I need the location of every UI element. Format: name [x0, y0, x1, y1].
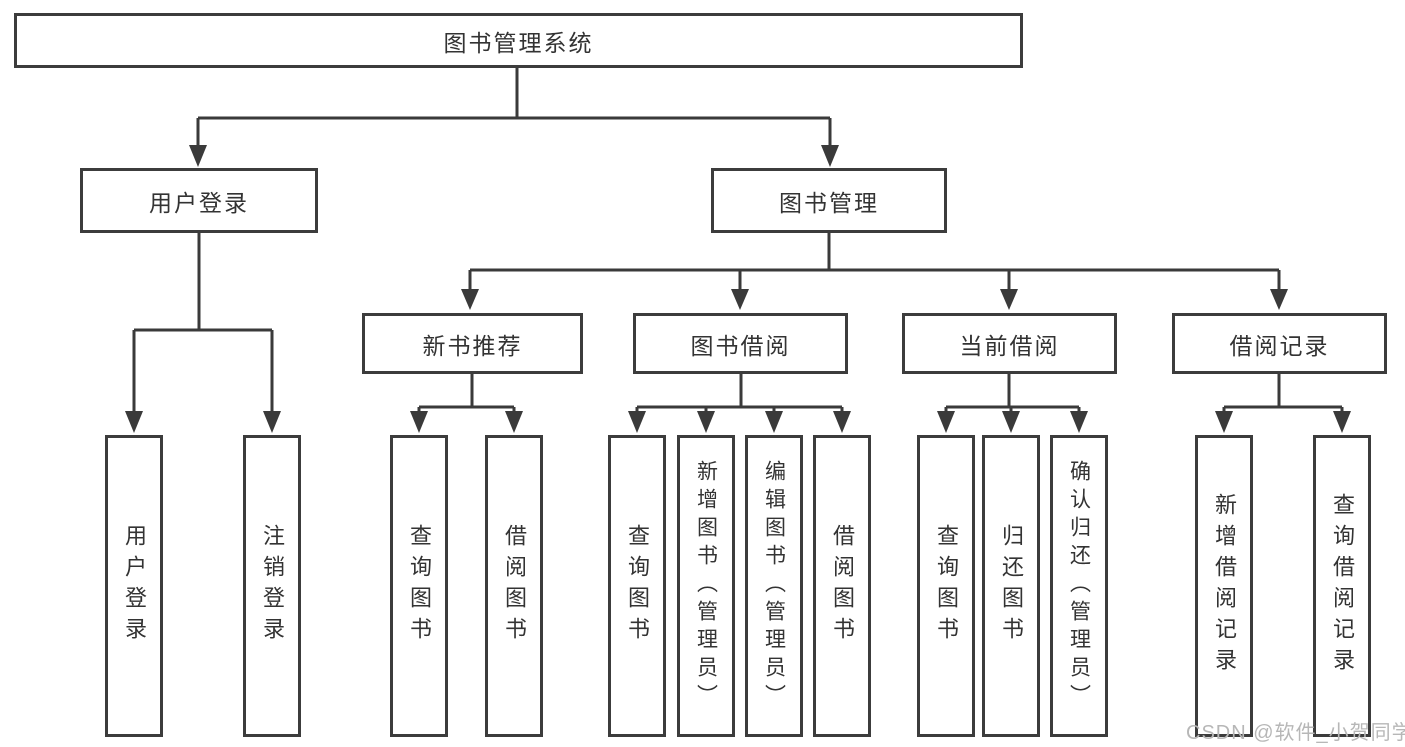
node-user-login-label: 用户登录 [149, 189, 249, 216]
leaf-query-books-current: 查询图书 [917, 435, 975, 737]
leaf-query-books-rec-label: 查询图书 [407, 524, 432, 648]
node-borrow-records-label: 借阅记录 [1229, 332, 1330, 359]
node-new-book-recommend-label: 新书推荐 [422, 332, 523, 359]
node-root: 图书管理系统 [14, 13, 1023, 68]
leaf-query-borrow-record: 查询借阅记录 [1313, 435, 1371, 737]
leaf-logout: 注销登录 [243, 435, 301, 737]
leaf-add-book-admin: 新增图书（管理员） [677, 435, 735, 737]
leaf-query-books-current-label: 查询图书 [934, 524, 959, 648]
node-current-borrow-label: 当前借阅 [959, 332, 1060, 359]
leaf-confirm-return-admin-label: 确认归还（管理员） [1067, 460, 1091, 712]
node-book-management-label: 图书管理 [779, 189, 879, 216]
node-user-login: 用户登录 [80, 168, 318, 233]
node-borrow-records: 借阅记录 [1172, 313, 1387, 374]
node-current-borrow: 当前借阅 [902, 313, 1117, 374]
leaf-borrow-books-label: 借阅图书 [830, 524, 855, 648]
leaf-add-borrow-record: 新增借阅记录 [1195, 435, 1253, 737]
leaf-borrow-books-rec: 借阅图书 [485, 435, 543, 737]
leaf-borrow-books-rec-label: 借阅图书 [502, 524, 527, 648]
leaf-add-book-admin-label: 新增图书（管理员） [694, 460, 718, 712]
node-book-management: 图书管理 [711, 168, 947, 233]
node-new-book-recommend: 新书推荐 [362, 313, 583, 374]
node-book-borrow-label: 图书借阅 [690, 332, 791, 359]
leaf-query-borrow-record-label: 查询借阅记录 [1330, 493, 1355, 679]
csdn-watermark: CSDN @软件_小贺同学 [1186, 722, 1405, 744]
leaf-user-login: 用户登录 [105, 435, 163, 737]
leaf-logout-label: 注销登录 [260, 524, 285, 648]
node-root-label: 图书管理系统 [443, 29, 594, 56]
leaf-edit-book-admin-label: 编辑图书（管理员） [762, 460, 786, 712]
arrowheads [125, 145, 1351, 433]
leaf-borrow-books: 借阅图书 [813, 435, 871, 737]
node-book-borrow: 图书借阅 [633, 313, 848, 374]
leaf-return-book-label: 归还图书 [999, 524, 1024, 648]
leaf-edit-book-admin: 编辑图书（管理员） [745, 435, 803, 737]
leaf-add-borrow-record-label: 新增借阅记录 [1212, 493, 1237, 679]
leaf-query-books-rec: 查询图书 [390, 435, 448, 737]
leaf-query-books-borrow: 查询图书 [608, 435, 666, 737]
leaf-return-book: 归还图书 [982, 435, 1040, 737]
leaf-confirm-return-admin: 确认归还（管理员） [1050, 435, 1108, 737]
leaf-user-login-label: 用户登录 [122, 524, 147, 648]
leaf-query-books-borrow-label: 查询图书 [625, 524, 650, 648]
